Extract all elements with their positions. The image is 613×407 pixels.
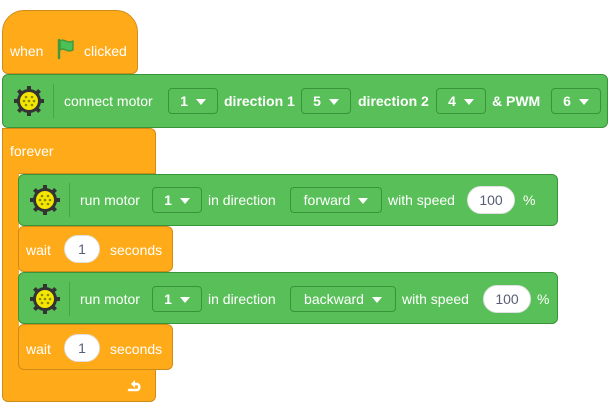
direction2-label: direction 2 [358,93,429,109]
run1-speed-input[interactable]: 100 [467,186,515,214]
motor-number-dropdown[interactable]: 1 [168,88,218,114]
run1-motor-dropdown[interactable]: 1 [152,187,202,213]
run2-motor-dropdown[interactable]: 1 [152,286,202,312]
dropdown-arrow-icon [358,198,369,204]
direction2-value: 4 [448,93,456,109]
block-separator [53,84,54,118]
run1-direction-dropdown[interactable]: forward [290,187,382,213]
run1-motor-value: 1 [164,192,172,208]
dropdown-arrow-icon [195,99,206,105]
seconds-label: seconds [110,242,163,258]
wait1-seconds-input[interactable]: 1 [64,235,100,263]
with-speed-label: with speed [402,291,469,307]
direction1-value: 5 [313,93,321,109]
direction2-dropdown[interactable]: 4 [436,88,486,114]
connect-motor-label: connect motor [64,93,153,109]
in-direction-label: in direction [208,291,276,307]
run-motor-backward-block[interactable] [18,272,558,324]
run2-speed-input[interactable]: 100 [483,285,531,313]
wait2-seconds-input[interactable]: 1 [64,334,100,362]
loop-arrow-icon [127,380,141,392]
run-motor-label: run motor [80,192,140,208]
dropdown-arrow-icon [371,297,382,303]
motor-gear-icon [14,86,44,116]
dropdown-arrow-icon [463,99,474,105]
pwm-dropdown[interactable]: 6 [551,88,601,114]
with-speed-label: with speed [388,192,455,208]
percent-label: % [537,291,550,307]
dropdown-arrow-icon [328,99,339,105]
motor-number-value: 1 [180,93,188,109]
block-separator [69,282,70,316]
forever-label: forever [10,143,54,159]
pwm-label: & PWM [492,93,541,109]
block-separator [69,183,70,217]
run-motor-label: run motor [80,291,140,307]
run2-motor-value: 1 [164,291,172,307]
run1-direction-value: forward [303,192,351,208]
when-label: when [10,43,44,59]
dropdown-arrow-icon [578,99,589,105]
wait-label: wait [26,341,51,357]
green-flag-icon [57,38,74,60]
clicked-label: clicked [84,43,127,59]
dropdown-arrow-icon [179,198,190,204]
in-direction-label: in direction [208,192,276,208]
pwm-value: 6 [563,93,571,109]
run2-direction-dropdown[interactable]: backward [290,286,396,312]
run2-direction-value: backward [304,291,364,307]
seconds-label: seconds [110,341,163,357]
direction1-label: direction 1 [224,93,295,109]
motor-gear-icon [30,185,60,215]
wait-label: wait [26,242,51,258]
percent-label: % [523,192,536,208]
forever-block[interactable] [2,128,156,174]
forever-arm [2,170,19,362]
dropdown-arrow-icon [179,297,190,303]
direction1-dropdown[interactable]: 5 [301,88,351,114]
motor-gear-icon [30,284,60,314]
